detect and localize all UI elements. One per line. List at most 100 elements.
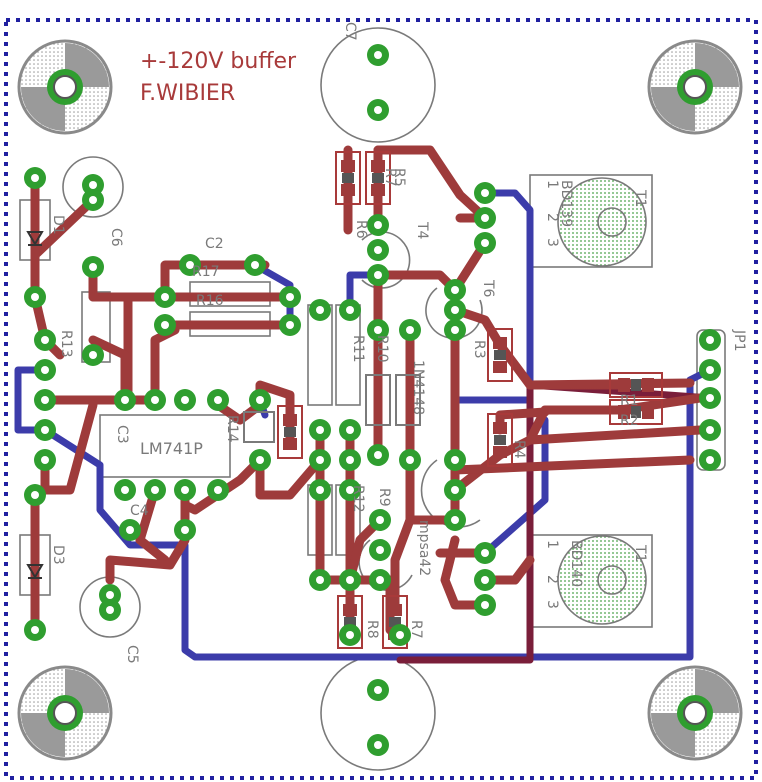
pad-drill bbox=[151, 486, 159, 494]
pad-drill bbox=[481, 214, 489, 222]
pad-drill bbox=[346, 456, 354, 464]
pad-drill bbox=[374, 451, 382, 459]
pad-drill bbox=[151, 396, 159, 404]
pad-drill bbox=[374, 686, 382, 694]
pad-drill bbox=[374, 106, 382, 114]
pad-drill bbox=[481, 549, 489, 557]
diode-symbols bbox=[26, 231, 421, 579]
pad-drill bbox=[161, 293, 169, 301]
pad-drill bbox=[316, 306, 324, 314]
pads bbox=[24, 44, 721, 756]
label-bd140: BD140 bbox=[568, 540, 584, 587]
pad-drill bbox=[286, 321, 294, 329]
smd-resistors bbox=[277, 151, 663, 649]
bottom-traces bbox=[14, 189, 714, 661]
pad-drill bbox=[346, 306, 354, 314]
label-r17: R17 bbox=[192, 264, 220, 280]
pad-drill bbox=[214, 486, 222, 494]
pad-drill bbox=[89, 263, 97, 271]
pad-drill bbox=[346, 576, 354, 584]
pad-drill bbox=[126, 526, 134, 534]
label-r4: R4 bbox=[511, 440, 527, 459]
pad-drill bbox=[396, 631, 404, 639]
label-1n4148: 1N4148 bbox=[410, 360, 426, 415]
pin-3-top: 3 bbox=[544, 238, 560, 247]
pad-drill bbox=[31, 626, 39, 634]
pad-drill bbox=[256, 456, 264, 464]
label-d1: D1 bbox=[50, 215, 66, 235]
mounting-hole-top-right bbox=[647, 39, 743, 135]
pad-drill bbox=[706, 394, 714, 402]
board-outline bbox=[4, 18, 758, 780]
pad-drill bbox=[376, 546, 384, 554]
label-r9: R9 bbox=[376, 488, 392, 507]
label-t1-bottom: T1 bbox=[632, 544, 648, 562]
label-r10: R10 bbox=[374, 335, 390, 363]
pad-drill bbox=[186, 261, 194, 269]
pad-drill bbox=[374, 51, 382, 59]
pad-drill bbox=[181, 486, 189, 494]
label-r7b: R7 bbox=[408, 620, 424, 639]
pin-2-top: 2 bbox=[544, 213, 560, 222]
pad-drill bbox=[346, 426, 354, 434]
pad-drill bbox=[374, 326, 382, 334]
pad-drill bbox=[406, 326, 414, 334]
pin-2-bottom: 2 bbox=[544, 575, 560, 584]
label-r6: R6 bbox=[353, 220, 369, 239]
pad-drill bbox=[481, 601, 489, 609]
pad-drill bbox=[451, 306, 459, 314]
pad-drill bbox=[451, 516, 459, 524]
pad-drill bbox=[121, 486, 129, 494]
pad-drill bbox=[214, 396, 222, 404]
pad-drill bbox=[286, 293, 294, 301]
label-c6: C6 bbox=[108, 228, 124, 247]
pad-drill bbox=[31, 174, 39, 182]
label-c7: C7 bbox=[342, 22, 358, 41]
pad-drill bbox=[41, 336, 49, 344]
pad-drill bbox=[374, 221, 382, 229]
pad-drill bbox=[106, 591, 114, 599]
pad-drill bbox=[316, 426, 324, 434]
label-lm741: LM741P bbox=[140, 439, 203, 458]
label-r3: R3 bbox=[471, 340, 487, 359]
pad-drill bbox=[316, 576, 324, 584]
label-bd139: BD139 bbox=[558, 180, 574, 227]
pad-drill bbox=[374, 246, 382, 254]
pad-drill bbox=[374, 271, 382, 279]
pad-drill bbox=[121, 396, 129, 404]
pad-drill bbox=[376, 516, 384, 524]
pad-drill bbox=[451, 456, 459, 464]
label-c5: C5 bbox=[124, 645, 140, 664]
label-t4: T4 bbox=[414, 221, 430, 240]
label-r7: R7 bbox=[382, 168, 398, 187]
label-t1-top: T1 bbox=[632, 189, 648, 207]
pad-drill bbox=[106, 606, 114, 614]
pad-drill bbox=[481, 239, 489, 247]
pad-drill bbox=[376, 576, 384, 584]
pin-1-top: 1 bbox=[544, 180, 560, 189]
pad-drill bbox=[451, 326, 459, 334]
pad-drill bbox=[706, 336, 714, 344]
pad-drill bbox=[346, 486, 354, 494]
component-labels: C7 C6 C5 C2 C3 C4 D1 D3 R13 R17 R16 LM74… bbox=[50, 22, 747, 664]
pad-drill bbox=[481, 189, 489, 197]
pad-drill bbox=[161, 321, 169, 329]
pad-drill bbox=[41, 396, 49, 404]
pad-drill bbox=[451, 486, 459, 494]
pad-drill bbox=[451, 286, 459, 294]
label-c2: C2 bbox=[205, 236, 224, 252]
label-r14: R14 bbox=[224, 415, 240, 443]
label-r5: R5 bbox=[391, 168, 407, 187]
label-r12: R12 bbox=[350, 485, 366, 513]
pad-drill bbox=[706, 456, 714, 464]
pad-drill bbox=[706, 366, 714, 374]
pad-drill bbox=[41, 426, 49, 434]
pad-drill bbox=[181, 396, 189, 404]
label-c3: C3 bbox=[114, 425, 130, 444]
label-r8: R8 bbox=[364, 620, 380, 639]
pin-1-bottom: 1 bbox=[544, 540, 560, 549]
pad-drill bbox=[251, 261, 259, 269]
pad-drill bbox=[89, 181, 97, 189]
pad-drill bbox=[481, 576, 489, 584]
